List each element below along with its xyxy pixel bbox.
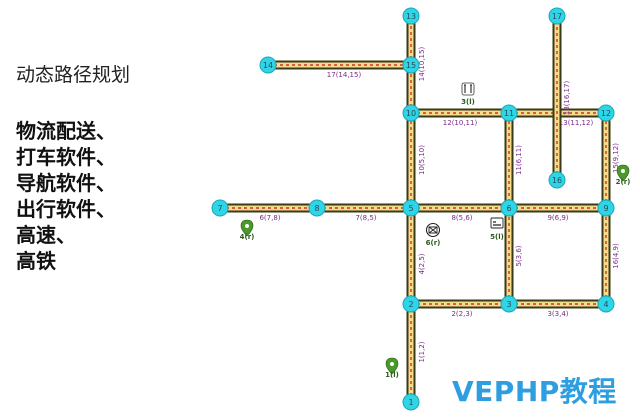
node-label: 2 [408, 300, 413, 309]
edge-label: 9(6,9) [547, 214, 568, 222]
edge-label: 5(3,6) [515, 245, 523, 266]
node-label: 17 [552, 12, 562, 21]
graph-node: 9 [597, 199, 615, 217]
marker-label: 2(r) [616, 178, 631, 186]
graph-node: 5 [402, 199, 420, 217]
graph-node: 8 [308, 199, 326, 217]
graph-node: 17 [548, 7, 566, 25]
edge-label: 8(5,6) [451, 214, 472, 222]
edge-label: 18(16,17) [563, 81, 571, 116]
pin-icon [616, 164, 630, 182]
post-office-icon [425, 222, 441, 238]
edge-label: 12(10,11) [443, 119, 478, 127]
edge-label: 6(7,8) [259, 214, 280, 222]
edge-label: 7(8,5) [355, 214, 376, 222]
markers-layer: 1(l) 2(r) 3(l) 4(r) 5(l) 6(r) [240, 82, 631, 379]
edges-layer: 1(1,2) 2(2,3) 3(3,4) 4(2,5) 5(3,6) 6(7,8) 7(8,… [220, 16, 620, 402]
use-case-item: 高铁 [16, 249, 56, 273]
node-label: 9 [603, 204, 608, 213]
edge-label: 1(1,2) [418, 341, 426, 362]
use-case-item: 高速、 [16, 223, 76, 247]
node-label: 1 [408, 398, 413, 407]
edge-label: 15(9,12) [612, 143, 620, 173]
use-case-item: 导航软件、 [16, 171, 116, 195]
marker-label: 3(l) [461, 98, 475, 106]
edge-label: 3(3,4) [547, 310, 568, 318]
pin-icon [240, 219, 254, 237]
use-case-item: 物流配送、 [16, 119, 116, 143]
node-label: 12 [601, 109, 611, 118]
restaurant-icon [461, 82, 475, 96]
node-label: 16 [552, 176, 562, 185]
graph-node: 7 [211, 199, 229, 217]
use-case-item: 打车软件、 [16, 145, 116, 169]
graph-node: 6 [500, 199, 518, 217]
graph-node: 2 [402, 295, 420, 313]
graph-node: 4 [597, 295, 615, 313]
graph-node: 10 [402, 104, 420, 122]
node-label: 10 [406, 109, 416, 118]
use-case-item: 出行软件、 [16, 197, 116, 221]
edge-label: 14(10,15) [418, 47, 426, 82]
marker-label: 1(l) [385, 371, 399, 379]
graph-node: 13 [402, 7, 420, 25]
use-case-list: 物流配送、 打车软件、 导航软件、 出行软件、 高速、 高铁 [16, 118, 116, 274]
node-label: 15 [406, 61, 416, 70]
node-label: 7 [217, 204, 222, 213]
hotel-icon [490, 217, 504, 229]
diagram-title: 动态路径规划 [16, 64, 131, 86]
graph-node: 14 [259, 56, 277, 74]
marker-label: 6(r) [426, 239, 441, 247]
node-label: 3 [506, 300, 511, 309]
graph-node: 1 [402, 393, 420, 411]
watermark: VEPHP教程 [452, 375, 617, 408]
graph-node: 11 [500, 104, 518, 122]
edge-label: 10(5,10) [418, 145, 426, 175]
edge-label: 17(14,15) [327, 71, 362, 79]
graph-node: 3 [500, 295, 518, 313]
node-label: 6 [506, 204, 511, 213]
node-label: 4 [603, 300, 608, 309]
graph-node: 16 [548, 171, 566, 189]
edge-label: 16(4,9) [612, 243, 620, 269]
marker-label: 4(r) [240, 233, 255, 241]
node-label: 13 [406, 12, 416, 21]
graph-node: 12 [597, 104, 615, 122]
graph-node: 15 [402, 56, 420, 74]
node-label: 8 [314, 204, 319, 213]
edge-label: 13(11,12) [559, 119, 594, 127]
node-label: 11 [504, 109, 514, 118]
node-label: 14 [263, 61, 273, 70]
marker-label: 5(l) [490, 233, 504, 241]
node-label: 5 [408, 204, 413, 213]
edge-label: 4(2,5) [418, 253, 426, 274]
edge-label: 11(6,11) [515, 145, 523, 175]
edge-label: 2(2,3) [451, 310, 472, 318]
pin-icon [385, 357, 399, 375]
